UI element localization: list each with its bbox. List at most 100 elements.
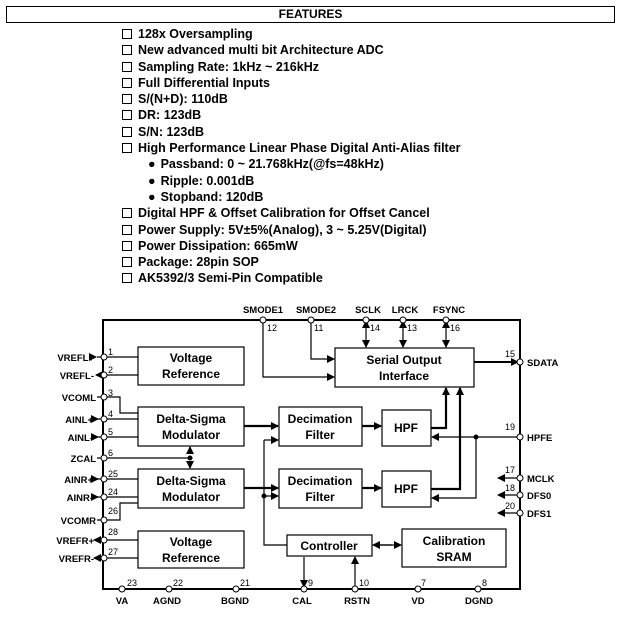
svg-text:VREFL-: VREFL- <box>60 371 94 382</box>
svg-text:22: 22 <box>173 578 183 588</box>
bottom-pin-labels: 23 VA 22 AGND 21 BGND 9 CAL 10 RSTN 7 VD… <box>116 578 493 607</box>
checkbox-icon <box>122 273 132 284</box>
checkbox-icon <box>122 29 132 39</box>
svg-text:Serial Output: Serial Output <box>366 353 441 367</box>
hpf-top-block: HPF <box>381 409 432 447</box>
decimation-filter-top-block: Decimation Filter <box>278 406 363 447</box>
svg-text:Filter: Filter <box>305 490 335 504</box>
svg-text:14: 14 <box>370 323 380 333</box>
feature-item: Power Dissipation: 665mW <box>122 238 461 254</box>
checkbox-icon <box>122 240 132 251</box>
svg-text:FSYNC: FSYNC <box>433 305 465 316</box>
svg-text:SMODE2: SMODE2 <box>296 305 336 316</box>
svg-text:23: 23 <box>127 578 137 588</box>
feature-item: AK5392/3 Semi-Pin Compatible <box>122 270 461 286</box>
checkbox-icon <box>122 224 132 235</box>
svg-text:VREFR-: VREFR- <box>59 554 94 565</box>
svg-text:17: 17 <box>505 465 515 475</box>
features-header: FEATURES <box>6 6 615 23</box>
zcal-junction <box>187 455 193 461</box>
feature-item: Full Differential Inputs <box>122 75 461 91</box>
controller-junction <box>261 493 267 499</box>
checkbox-icon <box>122 143 132 154</box>
svg-text:Delta-Sigma: Delta-Sigma <box>156 474 226 488</box>
bullet-icon: ● <box>148 173 156 188</box>
svg-text:15: 15 <box>505 349 515 359</box>
features-list: 128x Oversampling New advanced multi bit… <box>122 26 461 287</box>
bullet-icon: ● <box>148 189 156 204</box>
pin-circles <box>100 316 524 593</box>
svg-text:4: 4 <box>108 409 113 419</box>
serial-output-interface-block: Serial Output Interface <box>334 347 475 388</box>
svg-text:BGND: BGND <box>221 596 249 607</box>
svg-text:19: 19 <box>505 422 515 432</box>
controller-wires <box>263 436 402 588</box>
svg-text:2: 2 <box>108 365 113 375</box>
svg-text:Controller: Controller <box>300 539 358 553</box>
svg-text:AINR+: AINR+ <box>64 475 93 486</box>
svg-text:SDATA: SDATA <box>527 358 558 369</box>
svg-text:24: 24 <box>108 487 118 497</box>
feature-item: Package: 28pin SOP <box>122 254 461 270</box>
decimation-filter-bottom-block: Decimation Filter <box>278 468 363 509</box>
feature-item: New advanced multi bit Architecture ADC <box>122 42 461 58</box>
voltage-reference-top-block: Voltage Reference <box>137 346 245 386</box>
svg-text:3: 3 <box>108 388 113 398</box>
hpf-bottom-block: HPF <box>381 470 432 508</box>
right-pin-arrows <box>497 474 520 517</box>
signal-path <box>244 358 519 492</box>
checkbox-icon <box>122 257 132 268</box>
calibration-sram-block: Calibration SRAM <box>401 528 507 568</box>
block-diagram: Voltage Reference Delta-Sigma Modulator … <box>56 305 558 607</box>
feature-item: 128x Oversampling <box>122 26 461 42</box>
svg-text:Filter: Filter <box>305 428 335 442</box>
svg-text:1: 1 <box>108 347 113 357</box>
feature-item: Digital HPF & Offset Calibration for Off… <box>122 205 461 221</box>
svg-text:8: 8 <box>482 578 487 588</box>
svg-text:HPFE: HPFE <box>527 433 552 444</box>
svg-text:AINL+: AINL+ <box>65 415 93 426</box>
delta-sigma-modulator-top-block: Delta-Sigma Modulator <box>137 406 245 447</box>
feature-item: Power Supply: 5V±5%(Analog), 3 ~ 5.25V(D… <box>122 222 461 238</box>
svg-text:VA: VA <box>116 596 129 607</box>
checkbox-icon <box>122 126 132 137</box>
checkbox-icon <box>122 77 132 88</box>
feature-item: Sampling Rate: 1kHz ~ 216kHz <box>122 59 461 75</box>
svg-text:Voltage: Voltage <box>170 351 213 365</box>
svg-text:DFS0: DFS0 <box>527 491 551 502</box>
svg-text:Interface: Interface <box>379 369 429 383</box>
delta-sigma-modulator-bottom-block: Delta-Sigma Modulator <box>137 468 245 509</box>
svg-text:26: 26 <box>108 506 118 516</box>
svg-text:HPF: HPF <box>394 482 418 496</box>
svg-text:DGND: DGND <box>465 596 493 607</box>
svg-text:VD: VD <box>411 596 424 607</box>
checkbox-icon <box>122 208 132 219</box>
svg-text:SMODE1: SMODE1 <box>243 305 284 316</box>
feature-item: DR: 123dB <box>122 107 461 123</box>
svg-text:Delta-Sigma: Delta-Sigma <box>156 412 226 426</box>
svg-text:SRAM: SRAM <box>436 550 471 564</box>
svg-text:5: 5 <box>108 427 113 437</box>
controller-block: Controller <box>286 534 373 557</box>
svg-text:Reference: Reference <box>162 551 220 565</box>
svg-text:7: 7 <box>421 578 426 588</box>
svg-text:28: 28 <box>108 527 118 537</box>
feature-item: High Performance Linear Phase Digital An… <box>122 140 461 156</box>
svg-text:CAL: CAL <box>292 596 312 607</box>
svg-text:Modulator: Modulator <box>162 490 220 504</box>
feature-item: S/N: 123dB <box>122 124 461 140</box>
svg-text:SCLK: SCLK <box>355 305 381 316</box>
svg-text:ZCAL: ZCAL <box>71 454 97 465</box>
left-pin-labels: VREFL+ 1 VREFL- 2 VCOML 3 AINL+ 4 AINL- … <box>56 347 118 565</box>
checkbox-icon <box>122 94 132 105</box>
svg-text:6: 6 <box>108 448 113 458</box>
svg-text:18: 18 <box>505 483 515 493</box>
svg-text:10: 10 <box>359 578 369 588</box>
right-pin-labels: 15 SDATA 19 HPFE 17 MCLK 18 DFS0 20 DFS1 <box>505 349 558 520</box>
svg-text:AINL-: AINL- <box>68 433 93 444</box>
hpfe-wire <box>431 433 518 502</box>
svg-text:12: 12 <box>267 323 277 333</box>
feature-item: S/(N+D): 110dB <box>122 91 461 107</box>
checkbox-icon <box>122 45 132 56</box>
top-pin-labels: SMODE1 12 SMODE2 11 SCLK 14 LRCK 13 FSYN… <box>243 305 465 333</box>
